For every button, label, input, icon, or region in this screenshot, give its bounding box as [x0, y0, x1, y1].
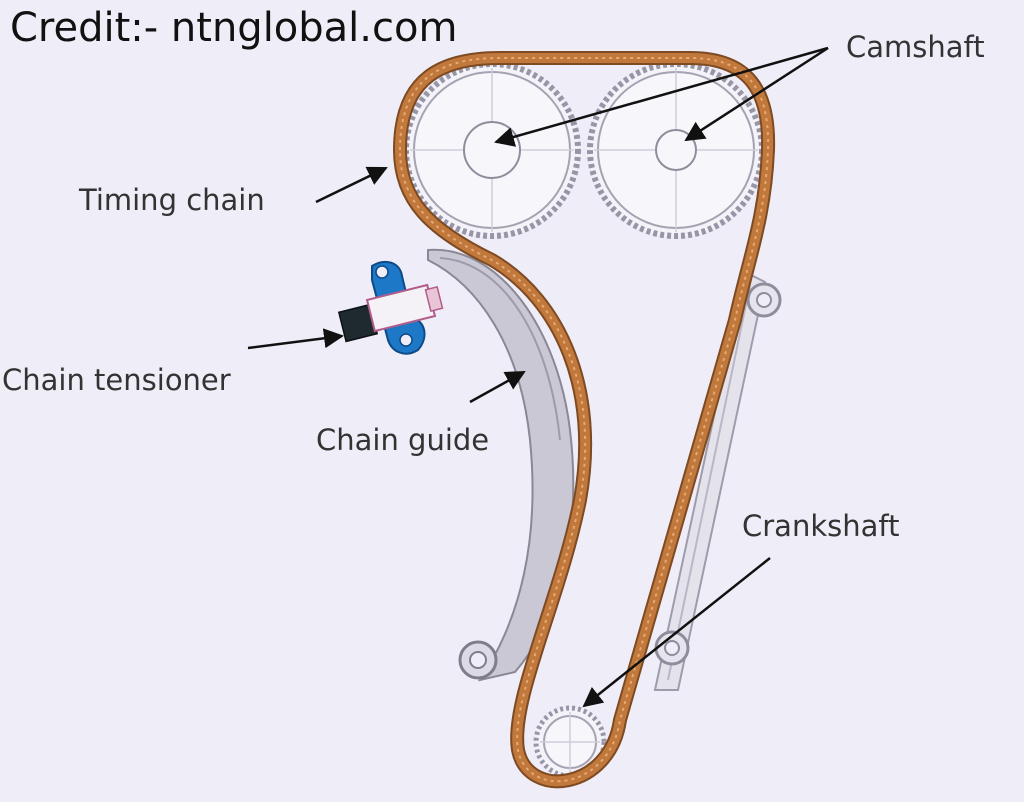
timing-chain-arrow — [315, 166, 388, 204]
timing-chain-label: Timing chain — [79, 183, 265, 217]
chain-guide-label: Chain guide — [316, 423, 490, 457]
camshaft-arrow-right — [684, 46, 829, 142]
credit-text: Credit:- ntnglobal.com — [10, 5, 458, 51]
chain-tensioner-arrow — [247, 328, 344, 350]
camshaft-label: Camshaft — [846, 30, 985, 64]
chain-guide-arrow — [469, 370, 526, 404]
leader-arrows — [247, 46, 829, 708]
chain-tensioner — [337, 260, 444, 355]
camshaft-gear-left — [403, 61, 581, 239]
chain-tensioner-label: Chain tensioner — [2, 363, 231, 397]
camshaft-arrow-left — [494, 46, 829, 147]
timing-chain — [393, 51, 776, 789]
fixed-chain-guide — [653, 270, 782, 691]
crankshaft-arrow — [582, 557, 771, 708]
chain-guide-arm — [427, 248, 575, 682]
crankshaft-label: Crankshaft — [742, 509, 900, 543]
crankshaft-sprocket — [533, 705, 607, 779]
